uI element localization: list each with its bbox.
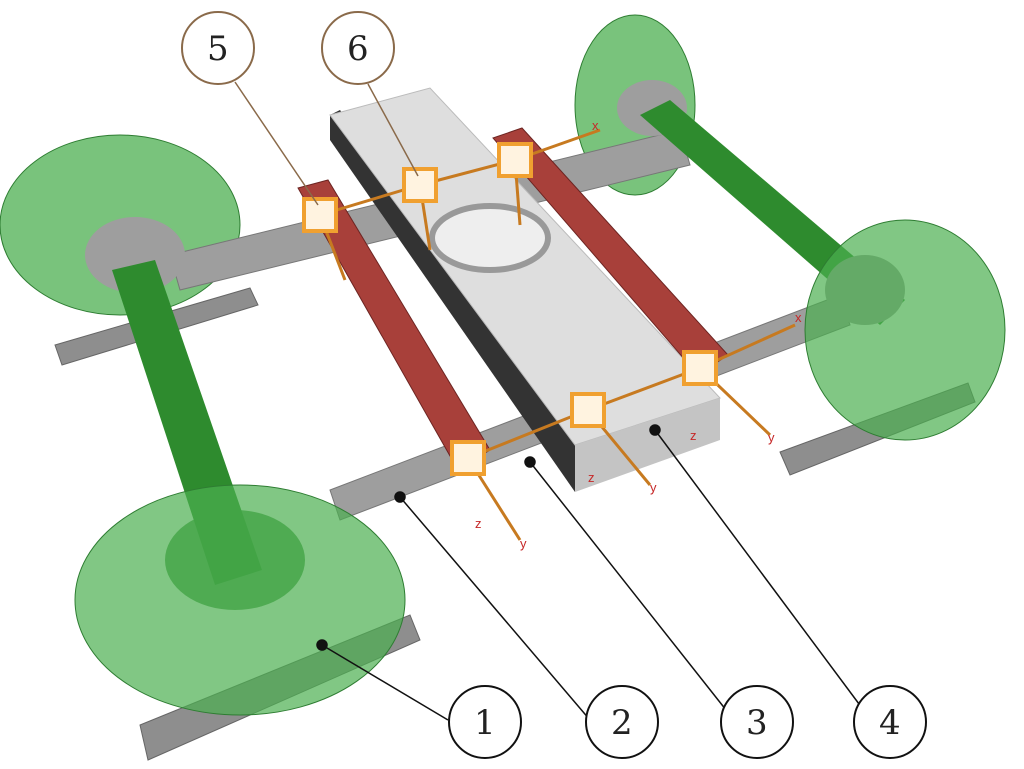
- axis-z-label: z: [588, 470, 595, 485]
- callout-5: 5: [181, 11, 255, 85]
- callout-6: 6: [321, 11, 395, 85]
- sensor: [302, 197, 338, 233]
- callout-3-label: 3: [746, 703, 768, 743]
- leader-lines: [234, 81, 866, 721]
- callouts: 5 6 1 2 3 4: [181, 11, 927, 759]
- plate-ring: [429, 203, 551, 273]
- sensor: [682, 350, 718, 386]
- axis-y-label: y: [650, 480, 657, 495]
- sensor: [497, 142, 533, 178]
- plate-front: [575, 398, 720, 492]
- callout-1: 1: [448, 685, 522, 759]
- sensor: [402, 167, 438, 203]
- sensor: [570, 392, 606, 428]
- callout-4-label: 4: [879, 703, 901, 743]
- callout-4: 4: [853, 685, 927, 759]
- axis-x-label: x: [795, 310, 802, 325]
- sensors: [302, 142, 718, 476]
- axis-x-label: x: [592, 118, 599, 133]
- callout-1-label: 1: [474, 703, 496, 743]
- wheel-bottom-left: [74, 484, 406, 716]
- plate-left-side: [330, 110, 585, 492]
- wheel-right: [804, 219, 1006, 441]
- axis-labels: y y y z z z x x: [475, 118, 802, 551]
- axis-z-label: z: [690, 428, 697, 443]
- callout-3: 3: [720, 685, 794, 759]
- sensor: [450, 440, 486, 476]
- callout-2-label: 2: [611, 703, 633, 743]
- axis-y-label: y: [768, 430, 775, 445]
- callout-2: 2: [585, 685, 659, 759]
- axis-y-label: y: [520, 536, 527, 551]
- axis-z-label: z: [475, 516, 482, 531]
- hub-top-left: [85, 217, 185, 293]
- callout-6-label: 6: [347, 29, 369, 69]
- callout-5-label: 5: [207, 29, 229, 69]
